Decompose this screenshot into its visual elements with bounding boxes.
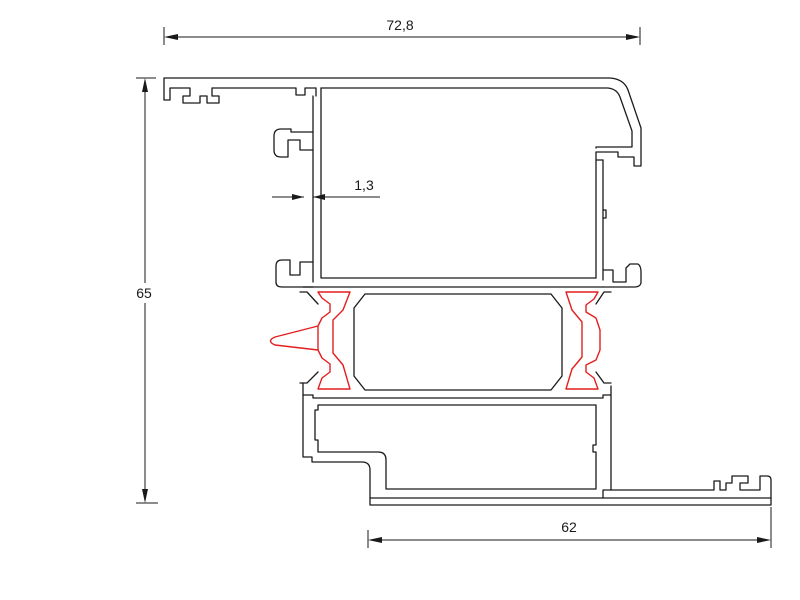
thermal-break-left (269, 291, 351, 390)
insulating-chamber (299, 291, 612, 391)
dimension-wall-thickness-label: 1,3 (354, 177, 374, 193)
dimension-left-height: 65 (136, 77, 158, 504)
lower-frame-profile (302, 382, 772, 506)
dimension-bottom-width: 62 (367, 507, 772, 548)
dimension-top-width: 72,8 (163, 17, 641, 45)
dimension-top-width-label: 72,8 (386, 17, 413, 33)
dimension-bottom-width-label: 62 (561, 519, 577, 535)
dimension-wall-thickness: 1,3 (272, 177, 380, 200)
dimension-left-height-label: 65 (136, 285, 152, 301)
thermal-break-right (565, 291, 601, 390)
upper-frame-profile (163, 77, 642, 288)
